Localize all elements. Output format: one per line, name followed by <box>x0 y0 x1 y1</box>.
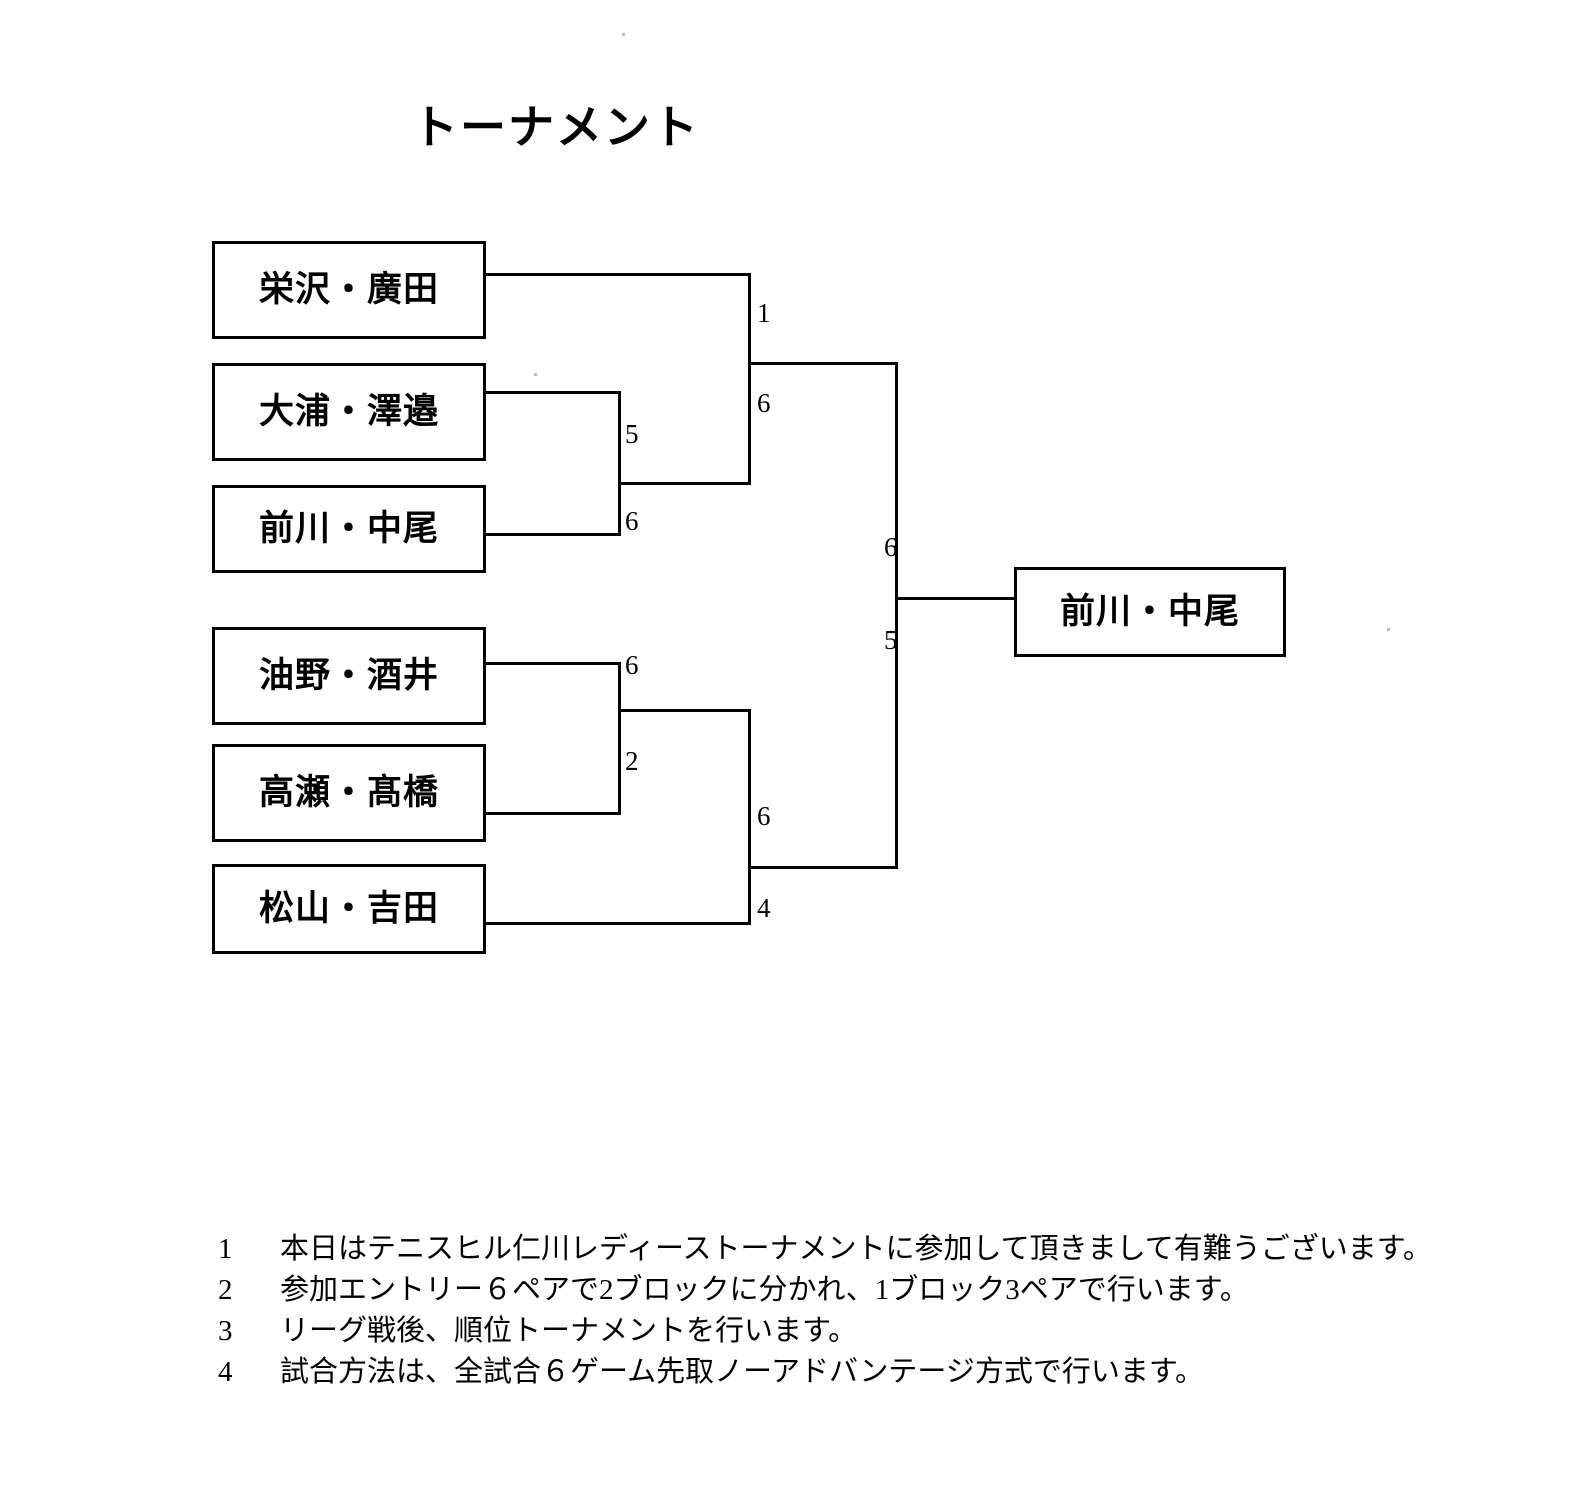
team-box-6[interactable]: 松山・吉田 <box>212 864 486 954</box>
notes-list: 1 本日はテニスヒル仁川レディーストーナメントに参加して頂きまして有難うございま… <box>218 1229 1548 1393</box>
note-item: 4 試合方法は、全試合６ゲーム先取ノーアドバンテージ方式で行います。 <box>218 1352 1548 1393</box>
connector-box6-out <box>486 922 751 925</box>
note-text: リーグ戦後、順位トーナメントを行います。 <box>280 1315 858 1347</box>
score-upper-semi-bottom: 6 <box>757 388 771 418</box>
team-name-label: 松山・吉田 <box>258 888 439 929</box>
winner-box[interactable]: 前川・中尾 <box>1014 567 1286 657</box>
note-text: 試合方法は、全試合６ゲーム先取ノーアドバンテージ方式で行います。 <box>280 1356 1204 1388</box>
scan-speck <box>534 373 537 376</box>
spine-upper-first-round <box>618 391 621 536</box>
team-name-label: 栄沢・廣田 <box>258 269 439 310</box>
team-box-1[interactable]: 栄沢・廣田 <box>212 241 486 339</box>
team-box-5[interactable]: 高瀬・髙橋 <box>212 744 486 842</box>
spine-lower-first-round <box>618 662 621 815</box>
spine-lower-semifinal <box>748 709 751 925</box>
scan-speck <box>622 33 625 36</box>
team-name-label: 油野・酒井 <box>258 655 439 696</box>
score-upper-semi-top: 1 <box>757 298 771 328</box>
connector-box3-out <box>486 533 621 536</box>
connector-lower-semi-to-final <box>748 866 898 869</box>
note-text: 参加エントリー６ペアで2ブロックに分かれ、1ブロック3ペアで行います。 <box>280 1274 1249 1306</box>
winner-name-label: 前川・中尾 <box>1059 591 1240 632</box>
team-box-2[interactable]: 大浦・澤邉 <box>212 363 486 461</box>
score-lower-first-bottom: 2 <box>625 746 639 776</box>
connector-final-to-winner <box>895 597 1017 600</box>
score-lower-semi-top: 6 <box>757 801 771 831</box>
connector-box2-out <box>486 391 621 394</box>
note-item: 2 参加エントリー６ペアで2ブロックに分かれ、1ブロック3ペアで行います。 <box>218 1270 1548 1311</box>
score-upper-first-top: 5 <box>625 419 639 449</box>
page-title: トーナメント <box>412 100 700 154</box>
score-lower-semi-bottom: 4 <box>757 893 771 923</box>
score-upper-first-bottom: 6 <box>625 506 639 536</box>
team-box-3[interactable]: 前川・中尾 <box>212 485 486 573</box>
team-name-label: 高瀬・髙橋 <box>258 772 439 813</box>
team-name-label: 大浦・澤邉 <box>258 391 439 432</box>
note-number: 4 <box>218 1356 233 1388</box>
note-text: 本日はテニスヒル仁川レディーストーナメントに参加して頂きまして有難うございます。 <box>280 1233 1432 1265</box>
score-lower-first-top: 6 <box>625 650 639 680</box>
score-final-top: 6 <box>884 532 898 562</box>
note-item: 1 本日はテニスヒル仁川レディーストーナメントに参加して頂きまして有難うございま… <box>218 1229 1548 1270</box>
connector-upper-semi-to-final <box>748 362 898 365</box>
connector-box5-out <box>486 812 621 815</box>
connector-box4-out <box>486 662 621 665</box>
spine-upper-semifinal <box>748 273 751 485</box>
connector-lower-first-to-semi <box>618 709 751 712</box>
score-final-bottom: 5 <box>884 625 898 655</box>
spine-final <box>895 362 898 869</box>
connector-box1-out <box>486 273 751 276</box>
connector-upper-first-to-semi <box>618 482 751 485</box>
team-box-4[interactable]: 油野・酒井 <box>212 627 486 725</box>
note-number: 1 <box>218 1233 233 1265</box>
scan-speck <box>1387 628 1390 631</box>
note-item: 3 リーグ戦後、順位トーナメントを行います。 <box>218 1311 1548 1352</box>
note-number: 2 <box>218 1274 233 1306</box>
team-name-label: 前川・中尾 <box>258 508 439 549</box>
note-number: 3 <box>218 1315 233 1347</box>
